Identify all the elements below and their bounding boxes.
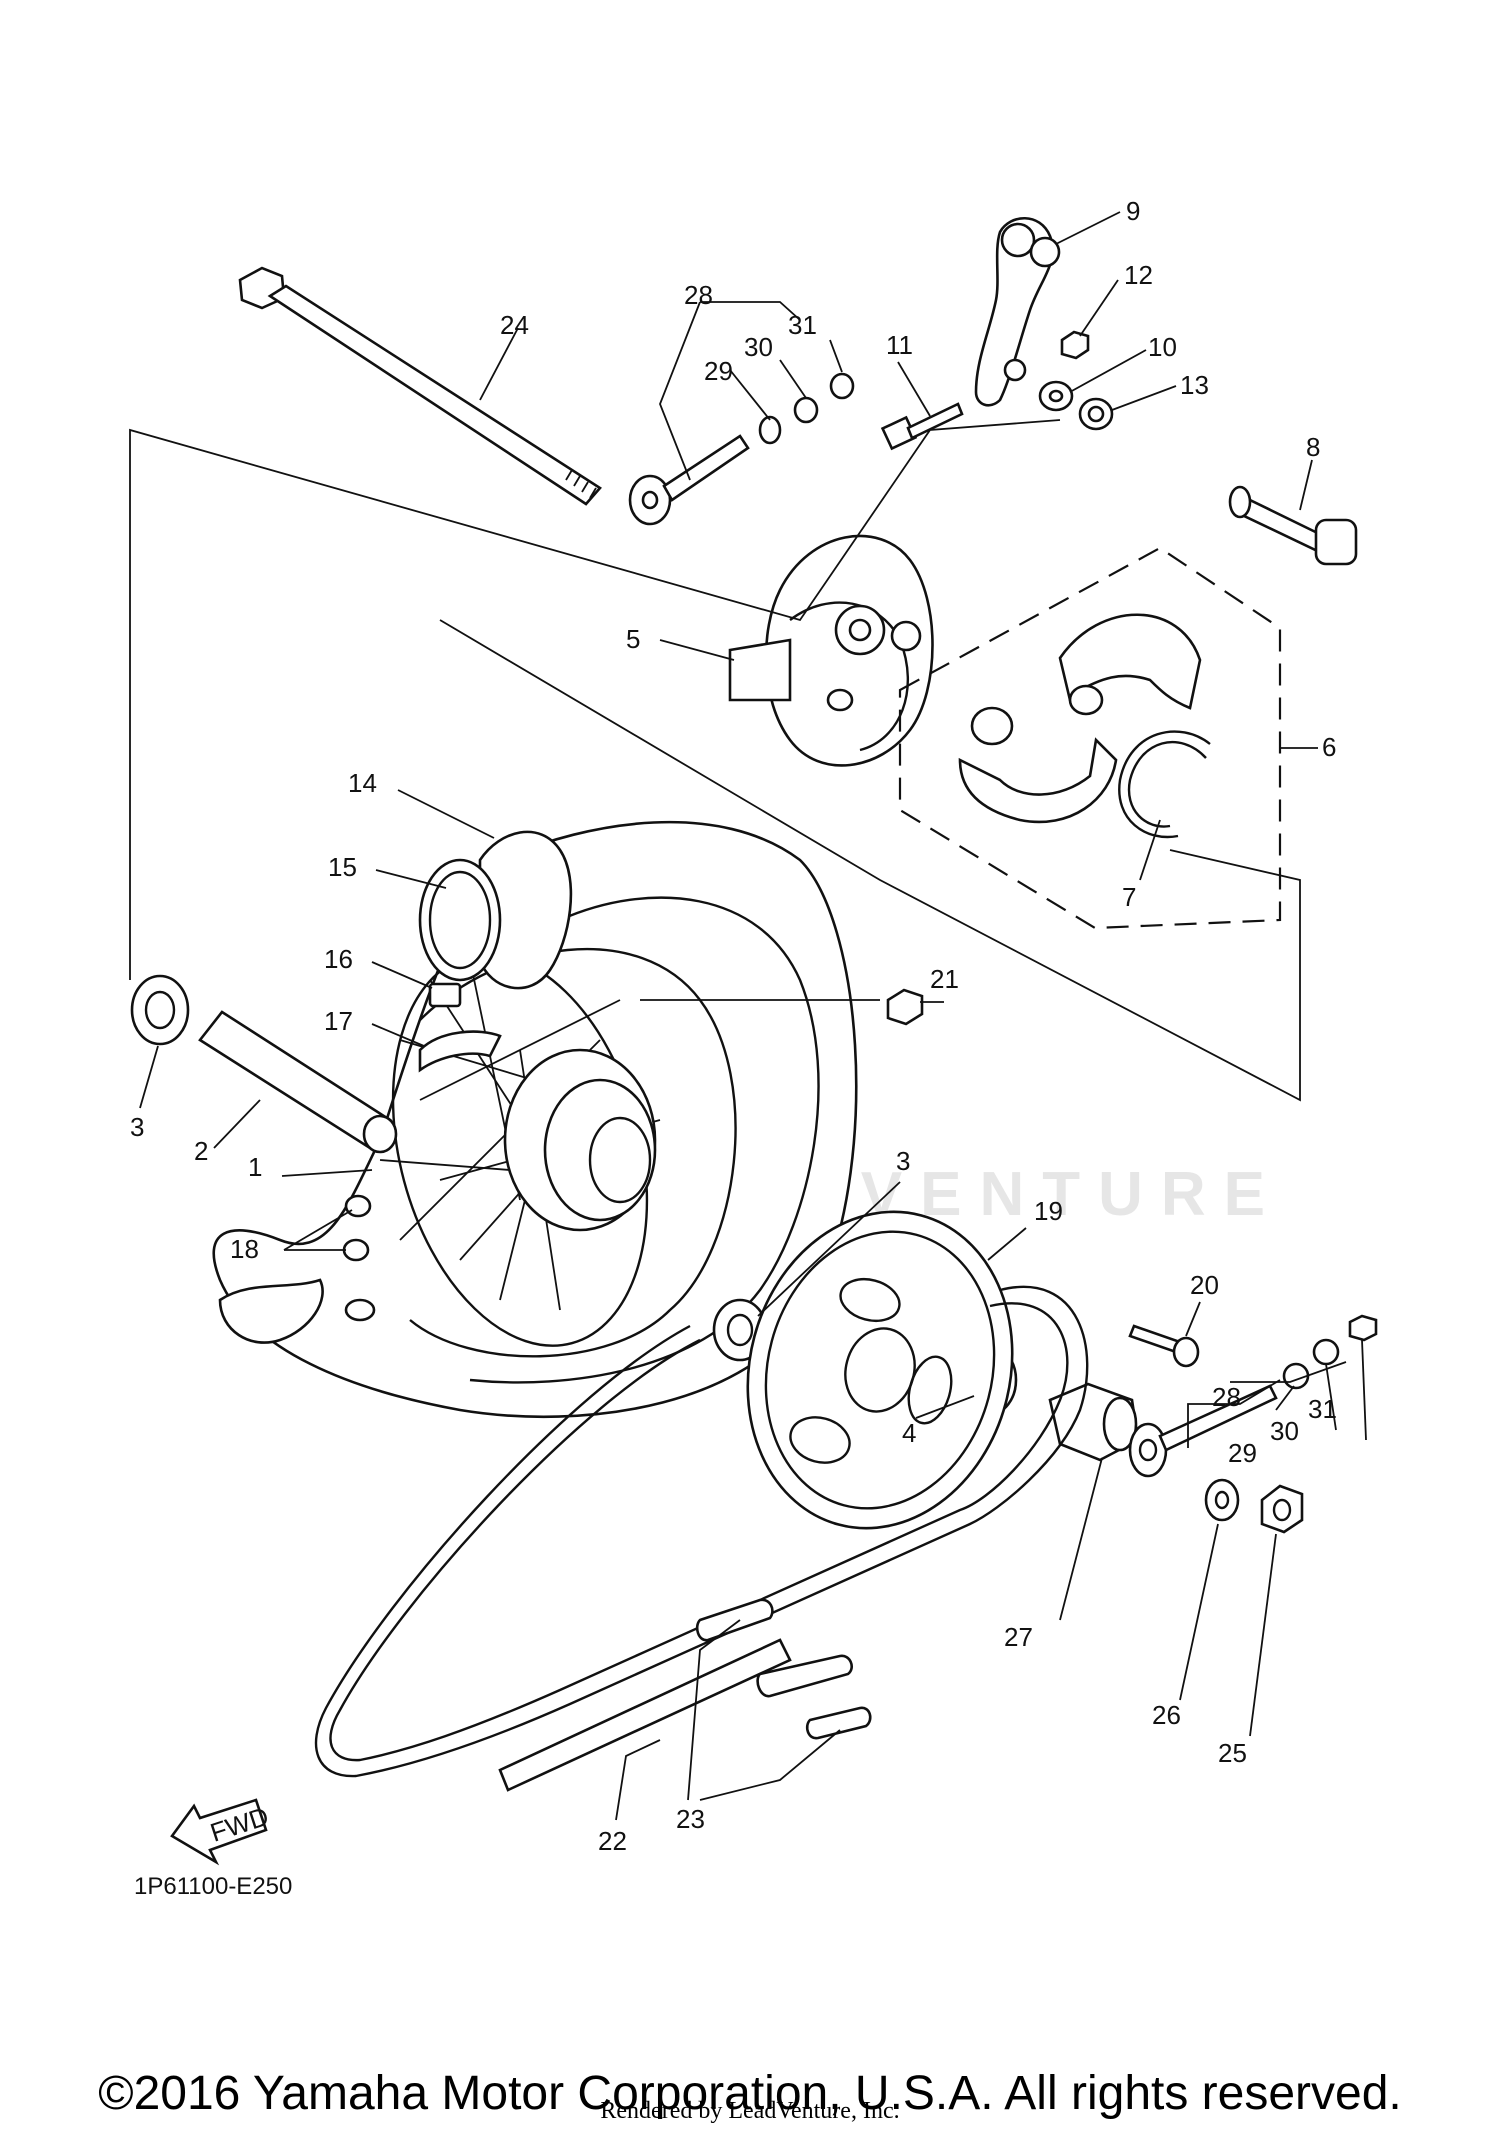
brake-shoe-kit-box xyxy=(898,546,1282,930)
part-label-30-right: 30 xyxy=(1270,1416,1299,1446)
part-label-10: 10 xyxy=(1148,332,1177,362)
part-label-25: 25 xyxy=(1218,1738,1247,1768)
part-label-15: 15 xyxy=(328,852,357,882)
diagram-code: 1P61100-E250 xyxy=(134,1873,292,1900)
washer-10-part xyxy=(1038,380,1074,412)
torque-bolt-right xyxy=(1128,1314,1378,1478)
brake-shoe-lower-part xyxy=(958,706,1118,824)
part-label-7: 7 xyxy=(1122,882,1136,912)
leader-lines xyxy=(129,211,1367,1821)
part-label-26: 26 xyxy=(1152,1700,1181,1730)
nut-25-part xyxy=(1260,1484,1304,1534)
part-label-9: 9 xyxy=(1126,196,1140,226)
part-label-28-right: 28 xyxy=(1212,1382,1241,1412)
return-spring-part xyxy=(1118,730,1211,839)
rendered-by-notice: Rendered by LeadVenture, Inc. xyxy=(600,2098,900,2124)
part-label-6: 6 xyxy=(1322,732,1336,762)
part-label-31-top: 31 xyxy=(788,310,817,340)
part-label-8: 8 xyxy=(1306,432,1320,462)
part-label-29-right: 29 xyxy=(1228,1438,1257,1468)
part-label-16: 16 xyxy=(324,944,353,974)
part-label-1: 1 xyxy=(248,1152,262,1182)
rim-strip-part xyxy=(218,1278,376,1344)
washer-26-part xyxy=(1204,1478,1240,1522)
washer-12-part xyxy=(1060,330,1090,360)
brake-shoe-upper-part xyxy=(1058,613,1202,716)
part-label-4: 4 xyxy=(902,1418,916,1448)
part-label-20: 20 xyxy=(1190,1270,1219,1300)
part-label-5: 5 xyxy=(626,624,640,654)
collar-2-part xyxy=(198,1010,398,1154)
camshaft-lever-part xyxy=(974,217,1061,407)
part-label-17: 17 xyxy=(324,1006,353,1036)
part-label-27: 27 xyxy=(1004,1622,1033,1652)
part-label-19: 19 xyxy=(1034,1196,1063,1226)
part-label-12: 12 xyxy=(1124,260,1153,290)
seal-13-part xyxy=(1078,397,1114,431)
nut-21-part xyxy=(886,988,924,1026)
axle-part xyxy=(238,266,602,506)
rim-band-16-part xyxy=(418,1030,502,1073)
part-label-30-top: 30 xyxy=(744,332,773,362)
part-label-3-left: 3 xyxy=(130,1112,144,1142)
bearing-3-left-part xyxy=(130,974,190,1046)
collar-27-part xyxy=(1048,1382,1140,1462)
part-label-23: 23 xyxy=(676,1804,705,1834)
part-label-13: 13 xyxy=(1180,370,1209,400)
part-label-11: 11 xyxy=(886,330,913,360)
rim-lock-17-part xyxy=(428,982,462,1008)
brake-shoe-plate-part xyxy=(728,534,934,767)
part-label-29-top: 29 xyxy=(704,356,733,386)
part-labels: 1 2 3 3 4 5 6 7 8 9 10 11 12 13 14 15 16… xyxy=(130,196,1337,1856)
copyright-notice: ©2016 Yamaha Motor Corporation, U.S.A. A… xyxy=(98,2067,1402,2120)
part-label-18: 18 xyxy=(230,1234,259,1264)
torque-bolt-top xyxy=(628,372,855,526)
bolt-11-part xyxy=(880,402,964,451)
part-label-24: 24 xyxy=(500,310,529,340)
part-label-28-top: 28 xyxy=(684,280,713,310)
camshaft-8-part xyxy=(1228,485,1358,566)
tube-15-part xyxy=(418,830,573,990)
fwd-arrow-icon xyxy=(170,1798,268,1866)
sprocket-19-part xyxy=(746,1210,1014,1530)
part-label-21: 21 xyxy=(930,964,959,994)
bolt-20-part xyxy=(1128,1324,1200,1368)
part-label-31-right: 31 xyxy=(1308,1394,1337,1424)
part-label-3-right: 3 xyxy=(896,1146,910,1176)
drive-chain-22-part xyxy=(314,1285,1089,1792)
part-label-14: 14 xyxy=(348,768,377,798)
chain-joint-23-part xyxy=(695,1598,872,1740)
part-label-2: 2 xyxy=(194,1136,208,1166)
hub-part xyxy=(503,1048,657,1232)
part-label-22: 22 xyxy=(598,1826,627,1856)
